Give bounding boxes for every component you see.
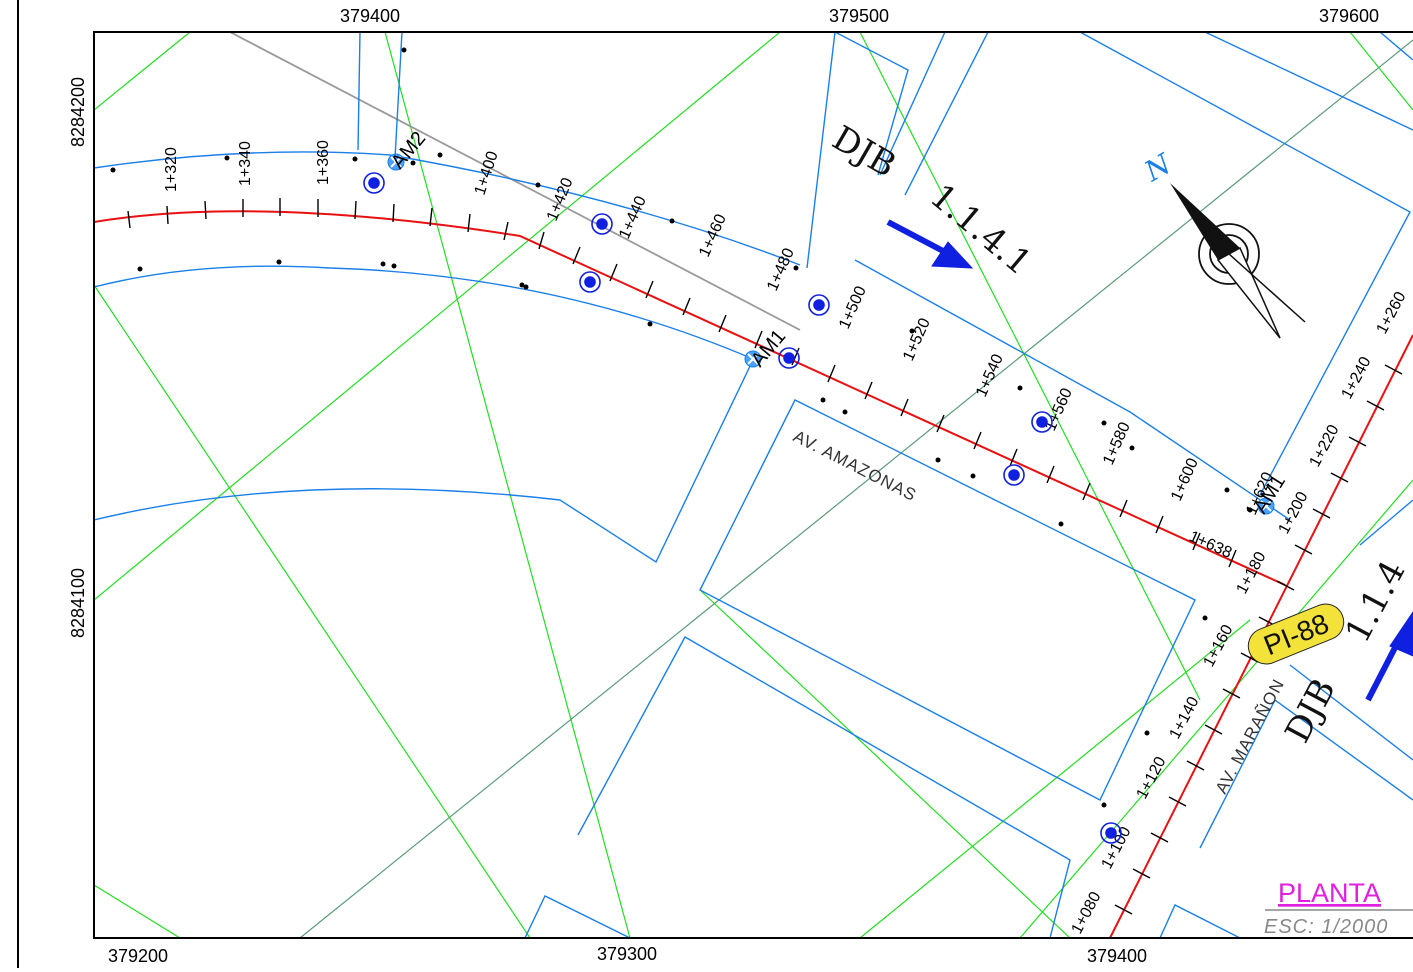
station-label: 1+400 [472, 149, 502, 197]
station-label: 1+520 [900, 316, 934, 364]
station-label: 1+080 [1069, 889, 1105, 937]
gray-line [229, 32, 801, 331]
easting-label-bottom: 379300 [597, 944, 657, 964]
station-label: 1+540 [973, 352, 1007, 400]
station-label: 1+120 [1134, 754, 1170, 802]
easting-label-bottom: 379200 [108, 946, 168, 966]
parcel-lines [94, 32, 1413, 938]
flow-arrow-icon [886, 219, 1413, 702]
station-label: 1+600 [1168, 456, 1202, 504]
survey-points [110, 47, 1253, 808]
pi-badge: PI-88 [1247, 603, 1345, 665]
easting-label-top: 379500 [829, 6, 889, 26]
station-label: 1+500 [836, 284, 870, 332]
street-label: AV. MARAÑON [1212, 676, 1288, 797]
collector-code: 1.1.4.1 [922, 176, 1039, 283]
station-label: 1+100 [1099, 824, 1135, 872]
station-label: 1+160 [1201, 622, 1237, 670]
existing-node-icon [363, 172, 1122, 844]
station-label: 1+440 [616, 194, 650, 242]
northing-label: 8284100 [68, 568, 88, 638]
north-label: N [1138, 146, 1178, 188]
station-label: 1+580 [1100, 420, 1134, 468]
scale-label: ESC: 1/2000 [1264, 916, 1388, 938]
station-label: 1+360 [315, 140, 332, 185]
station-label: 1+180 [1234, 549, 1270, 597]
street-label: AV. AMAZONAS [790, 427, 920, 506]
easting-label-top: 379400 [340, 6, 400, 26]
teal-line [299, 39, 1413, 938]
easting-label-bottom: 379400 [1087, 946, 1147, 966]
station-label: 1+260 [1374, 289, 1410, 337]
northing-label: 8284200 [68, 77, 88, 147]
station-label: 1+220 [1307, 422, 1343, 470]
north-arrow-icon [1170, 183, 1306, 339]
station-ticks [127, 198, 1403, 915]
map-content: 1+320 1+340 1+360 1+400 1+420 1+440 1+46… [94, 32, 1413, 938]
station-label: 1+140 [1167, 694, 1203, 742]
station-label: 1+460 [696, 212, 730, 260]
station-label: 1+638 [1186, 528, 1234, 562]
sheet-title: PLANTA [1278, 878, 1381, 908]
collector-label: DJB [1278, 672, 1344, 749]
map-frame [93, 31, 1413, 939]
block-outlines [94, 32, 1413, 938]
sewer-axis-main [94, 210, 1286, 586]
station-label: 1+320 [163, 147, 180, 192]
station-label: 1+240 [1339, 354, 1375, 402]
easting-label-top: 379600 [1319, 6, 1379, 26]
station-label: 1+340 [237, 141, 254, 186]
station-label: 1+560 [1042, 386, 1076, 434]
manhole-icon [387, 153, 1275, 515]
